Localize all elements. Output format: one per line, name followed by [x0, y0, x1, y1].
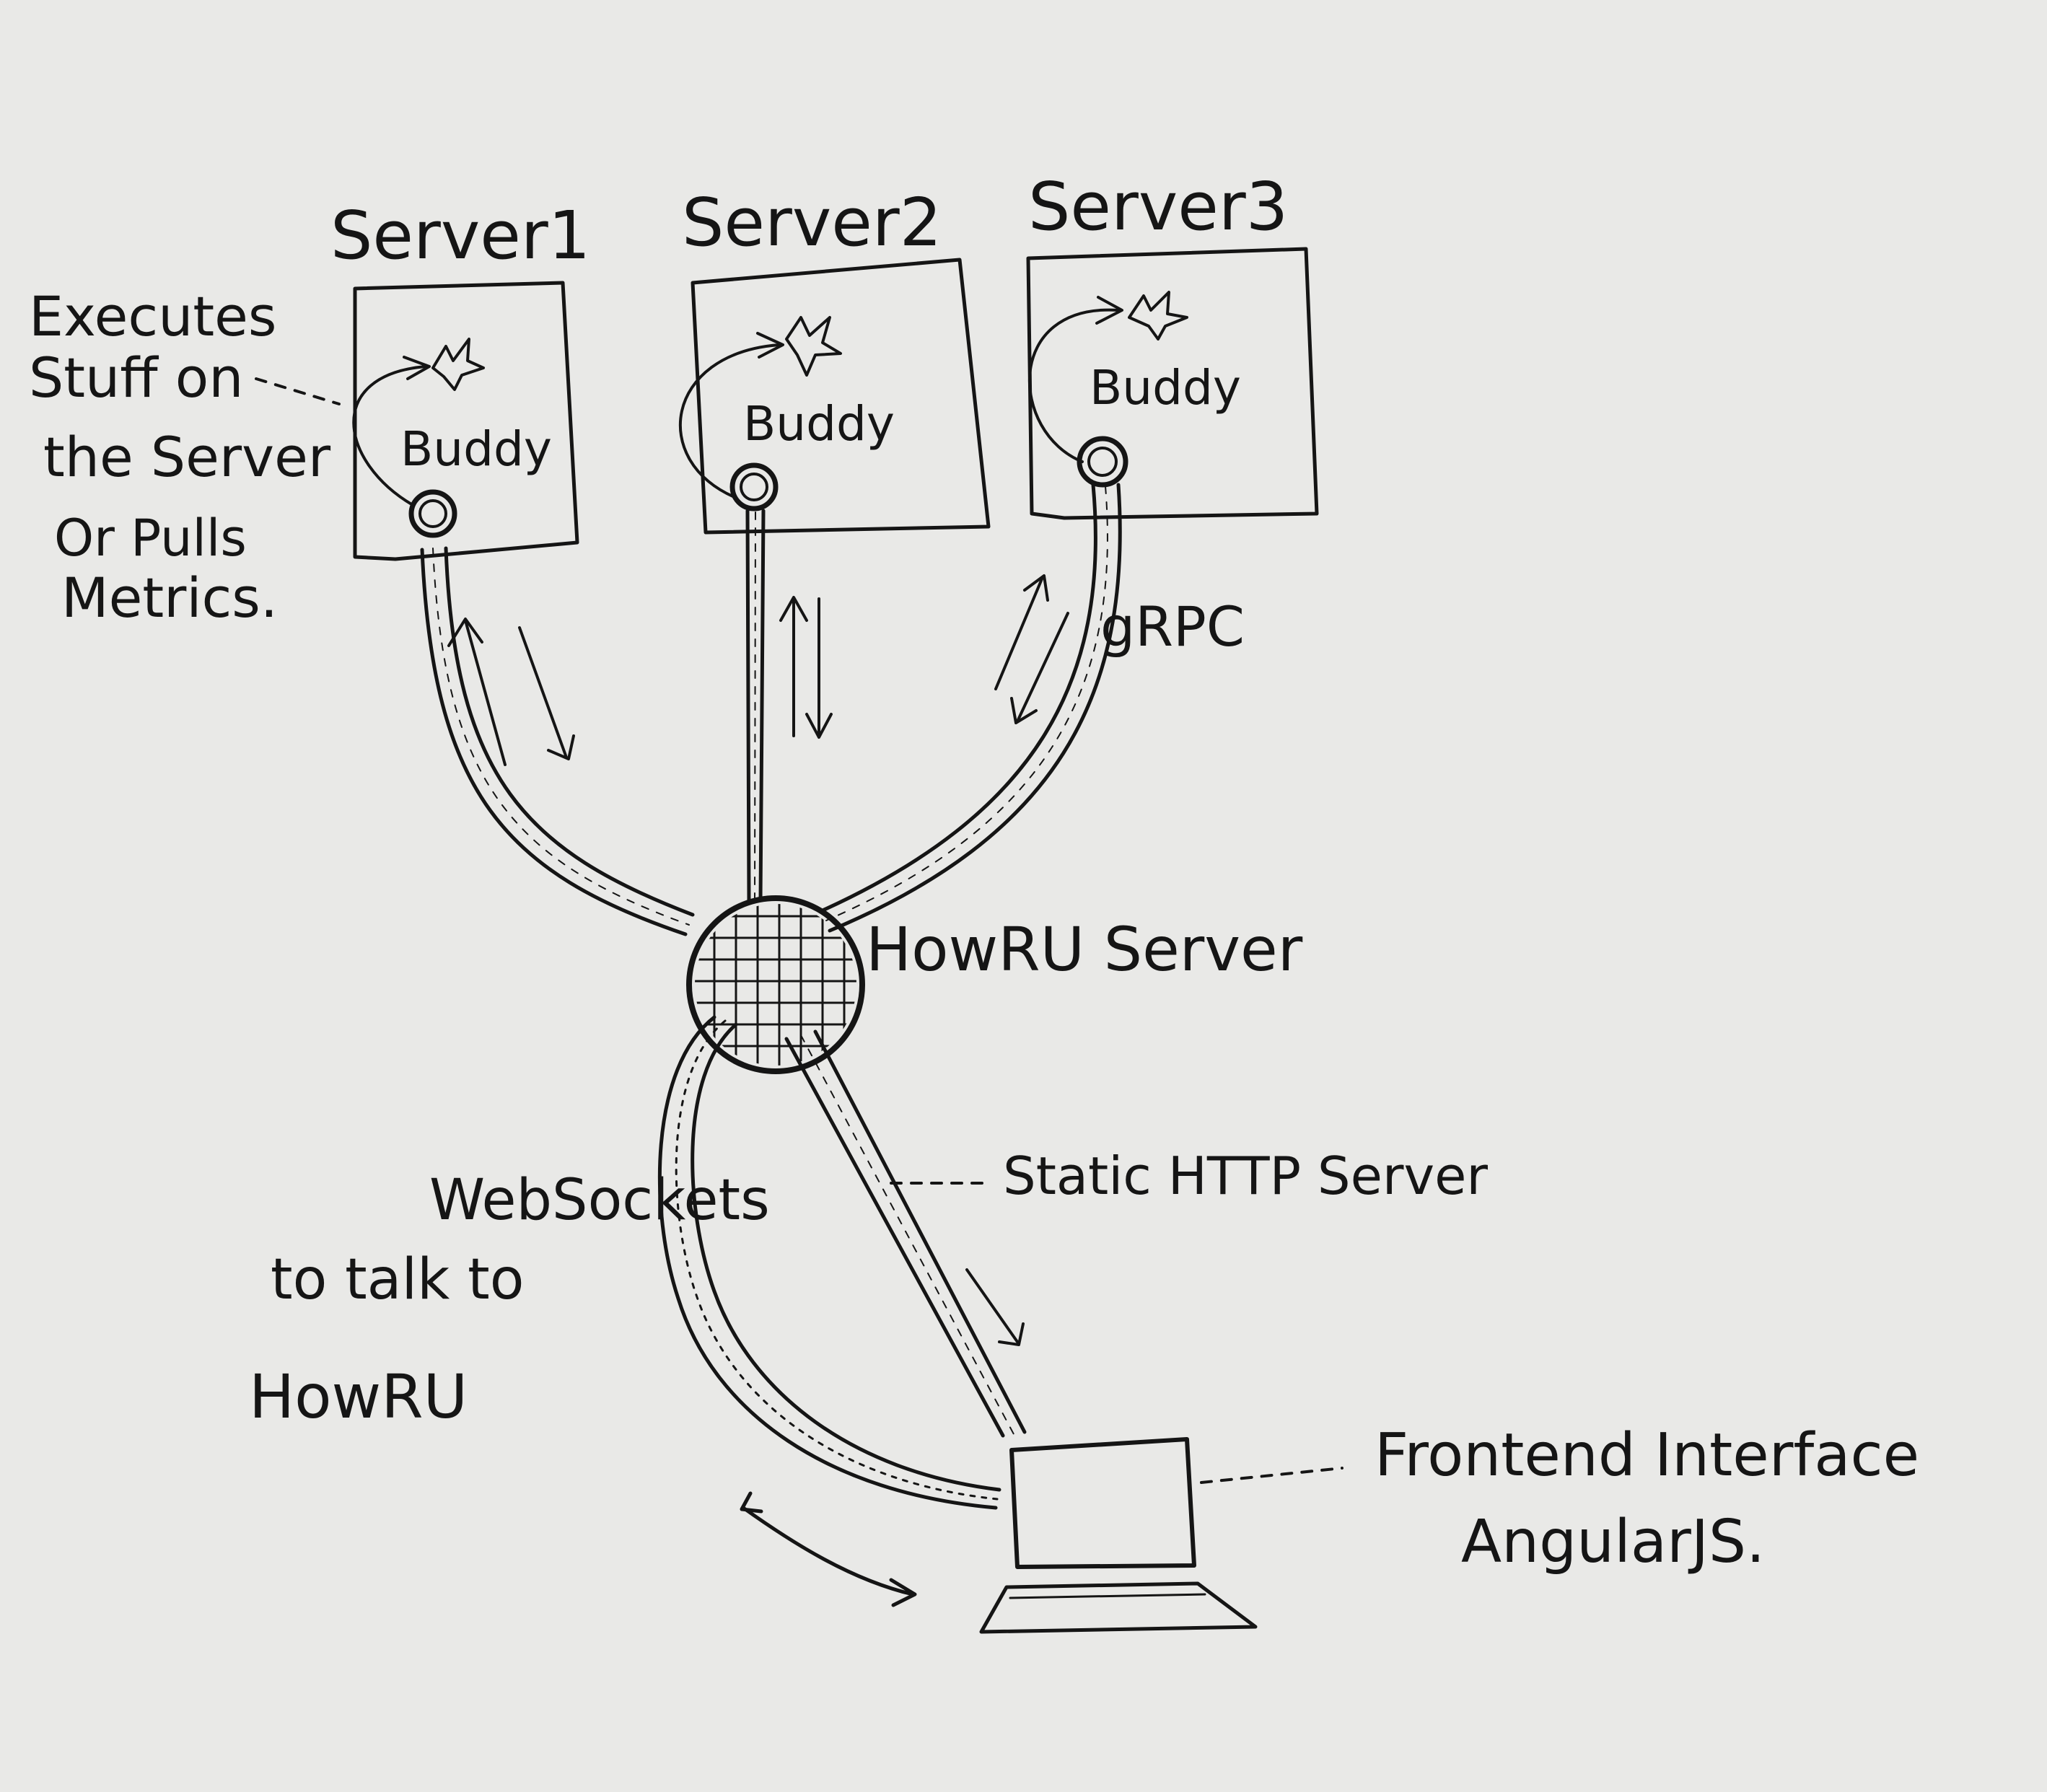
svg-text:to talk to: to talk to — [271, 1247, 524, 1312]
server2-title: Server2 — [682, 184, 942, 261]
star-icon — [1128, 291, 1188, 341]
execute-loop-arrow — [352, 356, 431, 506]
frontend-leader-dashed — [1200, 1467, 1344, 1484]
server2-box — [691, 258, 991, 535]
server1-box — [353, 281, 579, 561]
frontend-label: Frontend Interface AngularJS. — [1375, 1421, 1919, 1576]
server3-title: Server3 — [1028, 168, 1288, 245]
star-icon — [785, 316, 842, 377]
websocket-bidirectional-arrow — [740, 1491, 917, 1607]
buddy-label-server1: Buddy — [400, 421, 552, 477]
laptop-icon — [979, 1437, 1258, 1634]
execute-loop-arrow — [679, 332, 784, 499]
static-http-label: Static HTTP Server — [1003, 1146, 1488, 1206]
bidirectional-arrows-server1 — [447, 618, 575, 766]
note-leader-dashed — [255, 377, 341, 405]
svg-text:Metrics.: Metrics. — [61, 566, 278, 630]
svg-text:Or Pulls: Or Pulls — [54, 509, 247, 568]
websockets-label: WebSockets to talk to HowRU — [249, 1168, 770, 1432]
buddy-label-server2: Buddy — [743, 396, 895, 452]
bidirectional-arrows-server2 — [779, 596, 833, 739]
buddy-note: Executes Stuff on the Server Or Pulls Me… — [29, 284, 331, 630]
buddy-node-server3 — [1077, 436, 1128, 488]
hub-label: HowRU Server — [866, 914, 1303, 985]
star-icon — [431, 338, 485, 391]
svg-text:the Server: the Server — [43, 425, 331, 489]
svg-text:WebSockets: WebSockets — [429, 1168, 770, 1233]
svg-text:AngularJS.: AngularJS. — [1461, 1508, 1765, 1576]
svg-text:Stuff on: Stuff on — [29, 346, 243, 410]
execute-loop-arrow — [1027, 296, 1123, 463]
server1-title: Server1 — [330, 197, 590, 274]
grpc-label: gRPC — [1100, 594, 1245, 659]
buddy-node-server1 — [408, 489, 457, 538]
grpc-link-server1 — [420, 546, 695, 936]
static-http-link — [784, 1029, 1027, 1438]
websocket-link — [657, 1015, 1001, 1510]
buddy-node-server2 — [729, 462, 779, 511]
svg-text:HowRU: HowRU — [249, 1361, 468, 1432]
bidirectional-arrows-server3 — [994, 574, 1069, 724]
buddy-label-server3: Buddy — [1090, 360, 1241, 416]
server3-box — [1026, 247, 1319, 520]
grpc-link-server2 — [745, 509, 766, 902]
howru-server-hub — [686, 895, 865, 1074]
svg-text:Executes: Executes — [29, 284, 277, 348]
svg-text:Frontend Interface: Frontend Interface — [1375, 1421, 1919, 1490]
download-arrow — [965, 1268, 1025, 1346]
grpc-link-server3 — [820, 483, 1122, 933]
